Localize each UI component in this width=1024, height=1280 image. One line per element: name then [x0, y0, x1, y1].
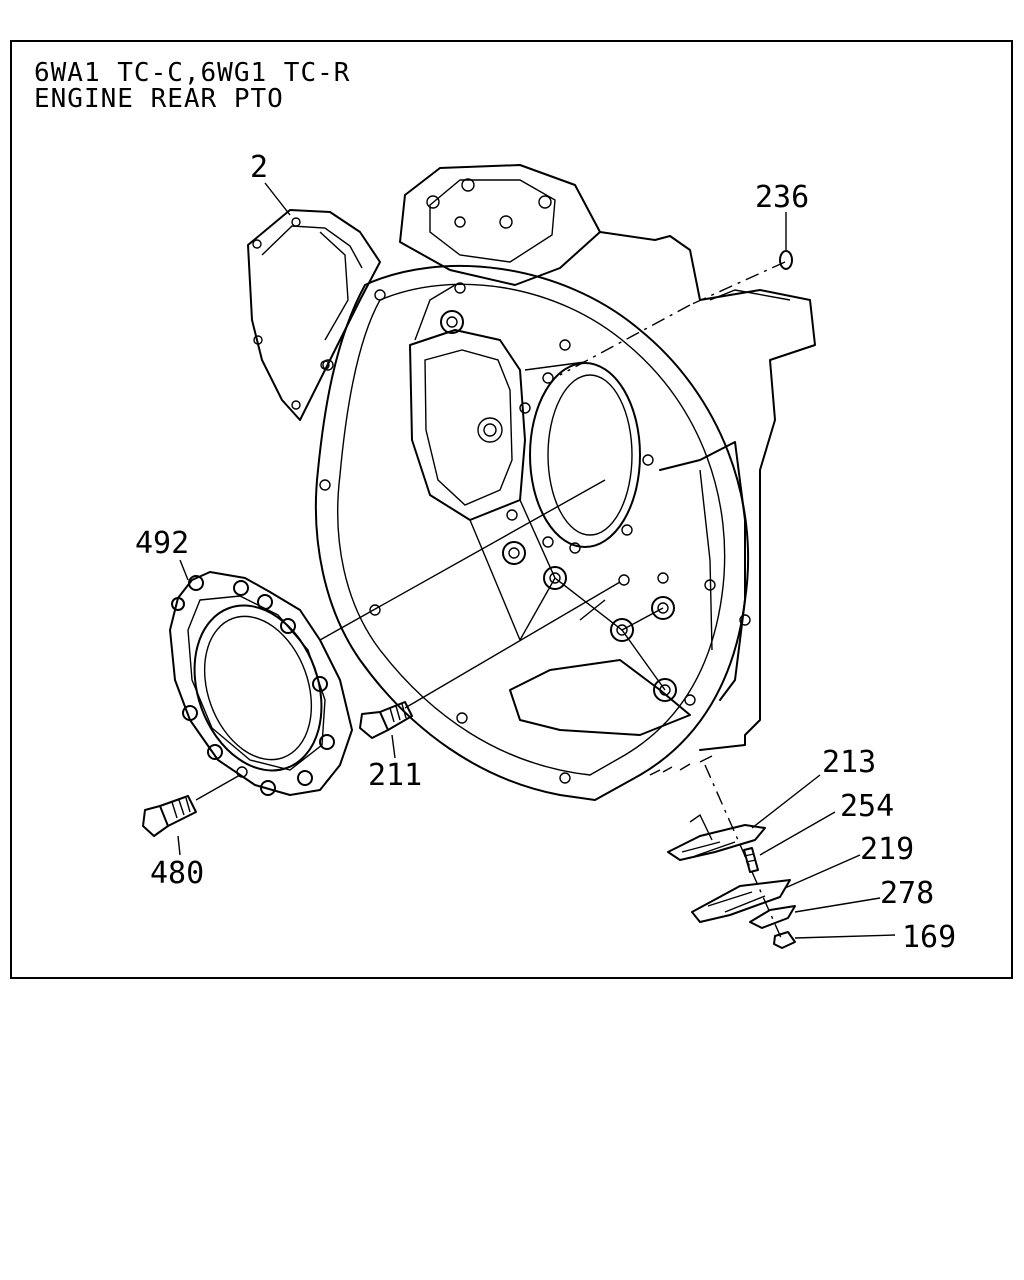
axis-line-211 [404, 581, 621, 709]
nut-169[interactable] [773, 931, 796, 949]
plate-219[interactable] [691, 879, 791, 923]
callout-219: 219 [860, 832, 914, 867]
callout-211: 211 [368, 758, 422, 793]
stud-254[interactable] [743, 847, 759, 873]
flywheel-housing[interactable] [247, 164, 816, 801]
leader-211 [391, 734, 396, 759]
leader-2 [264, 182, 291, 216]
axis-line-492 [319, 479, 606, 641]
callout-236: 236 [755, 180, 809, 215]
leader-219 [784, 854, 861, 889]
leader-169 [794, 934, 896, 939]
bolt-480[interactable] [142, 774, 241, 837]
leader-278 [794, 897, 881, 913]
axis-line-236-inner [559, 304, 691, 376]
bolt-211[interactable] [359, 701, 413, 739]
washer-278[interactable] [749, 905, 796, 929]
leader-254 [759, 811, 836, 856]
axis-line-236 [689, 261, 786, 306]
callout-278: 278 [880, 876, 934, 911]
leader-480 [177, 835, 181, 856]
callout-2: 2 [250, 150, 268, 185]
bracket-213[interactable] [667, 813, 766, 861]
callout-169: 169 [902, 920, 956, 955]
o-ring-236[interactable] [779, 250, 793, 270]
leader-492 [179, 559, 189, 581]
leader-213 [751, 774, 821, 829]
callout-254: 254 [840, 789, 894, 824]
pto-cover-492[interactable] [169, 571, 353, 796]
axis-line-bottom [704, 764, 783, 941]
diagram-title-line-2: ENGINE REAR PTO [34, 84, 284, 114]
diagram-title-line-1: 6WA1 TC-C,6WG1 TC-R [34, 58, 351, 88]
callout-492: 492 [135, 526, 189, 561]
callout-213: 213 [822, 745, 876, 780]
callout-480: 480 [150, 856, 204, 891]
